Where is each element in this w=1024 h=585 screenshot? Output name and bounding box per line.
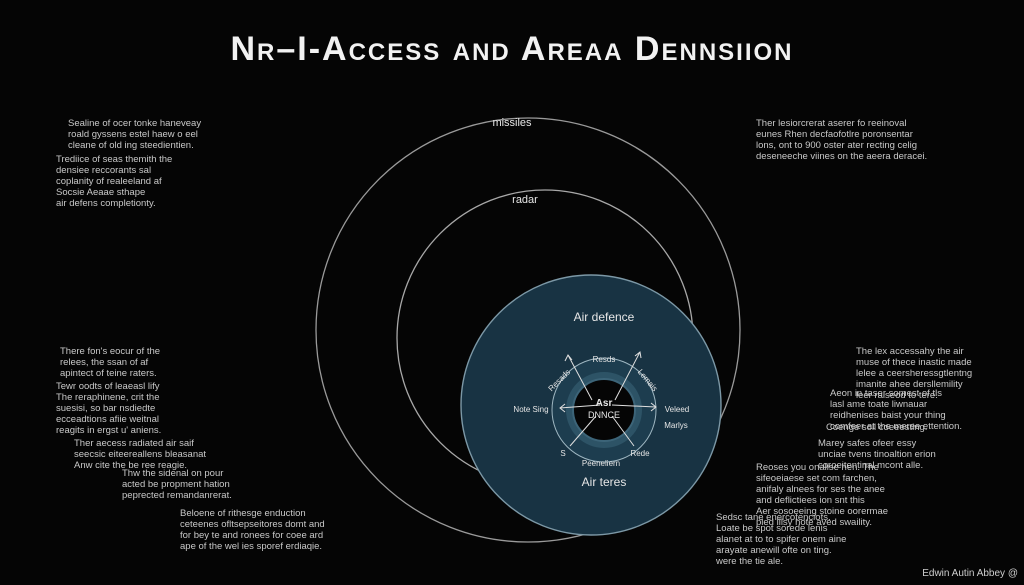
left-note-7: Beloene of rithesge enduction ceteenes o…: [180, 508, 325, 552]
right-note-3: Aeon in taser somest of tls lasl ame toa…: [830, 388, 963, 432]
right-note-4: Coenge soll coeeesting.: [826, 422, 928, 433]
left-note-2: Trediice of seas themith the densiee rec…: [56, 154, 173, 209]
page-title: Nr–I-Access and Areaa Dennsiion: [230, 30, 794, 68]
arrowhead-left: [559, 403, 566, 413]
right-note-7: Sedsc tane enercotenciots. Loate be spot…: [716, 512, 847, 567]
inner-label-bottom-right: Rede: [630, 449, 650, 458]
arrowhead-right: [650, 402, 657, 412]
right-note-1: Ther lesiorcrerat aserer fo reeinoval eu…: [756, 118, 928, 162]
air-defence-label: Air defence: [574, 310, 635, 324]
credit-text: Edwin Autin Abbey @: [922, 568, 1018, 579]
vector-arrows: [559, 351, 657, 447]
missiles-label: missiles: [492, 117, 532, 129]
arrow-lower-right: [611, 415, 635, 447]
core-label-line1: Asr: [596, 398, 613, 409]
air-teres-label: Air teres: [582, 475, 627, 489]
arrow-lower-left: [569, 415, 597, 447]
left-note-5: Ther aecess radiated air saif seecsic ei…: [74, 438, 207, 471]
inner-label-right: Veleed: [665, 405, 689, 414]
arrowhead-upper-right: [634, 351, 642, 359]
inner-label-bottom-left: S: [560, 449, 565, 458]
missiles-ring: [315, 117, 741, 543]
left-note-3: There fon's eocur of the relees, the ssa…: [60, 346, 161, 379]
arrow-right: [611, 404, 657, 408]
left-note-1: Sealine of ocer tonke haneveay roald gys…: [68, 118, 202, 151]
right-note-6: Reoses you onalise hen. The sifeoeiaese …: [756, 462, 889, 528]
left-note-6: Thw the sidenal on pour acted be propmen…: [122, 468, 232, 501]
right-note-2: The lex accessahy the air muse of thece …: [856, 346, 973, 401]
right-note-5: Marey safes ofeer essy unciae tvens tino…: [818, 438, 936, 471]
arrow-upper-left: [567, 354, 593, 401]
inner-label-lower-right: Marlys: [664, 421, 688, 430]
radar-label: radar: [512, 194, 538, 206]
arrow-upper-right: [614, 351, 641, 401]
arrowhead-upper-left: [564, 354, 573, 362]
inner-label-left: Note Sing: [513, 405, 548, 414]
inner-label-bottom: Peeneliern: [582, 459, 620, 468]
core-label-line2: DNNCE: [588, 410, 620, 420]
arrow-left: [559, 404, 601, 409]
left-note-4: Tewr oodts of leaeasl lify The reraphine…: [56, 381, 162, 436]
inner-label-top: Resds: [593, 355, 616, 364]
